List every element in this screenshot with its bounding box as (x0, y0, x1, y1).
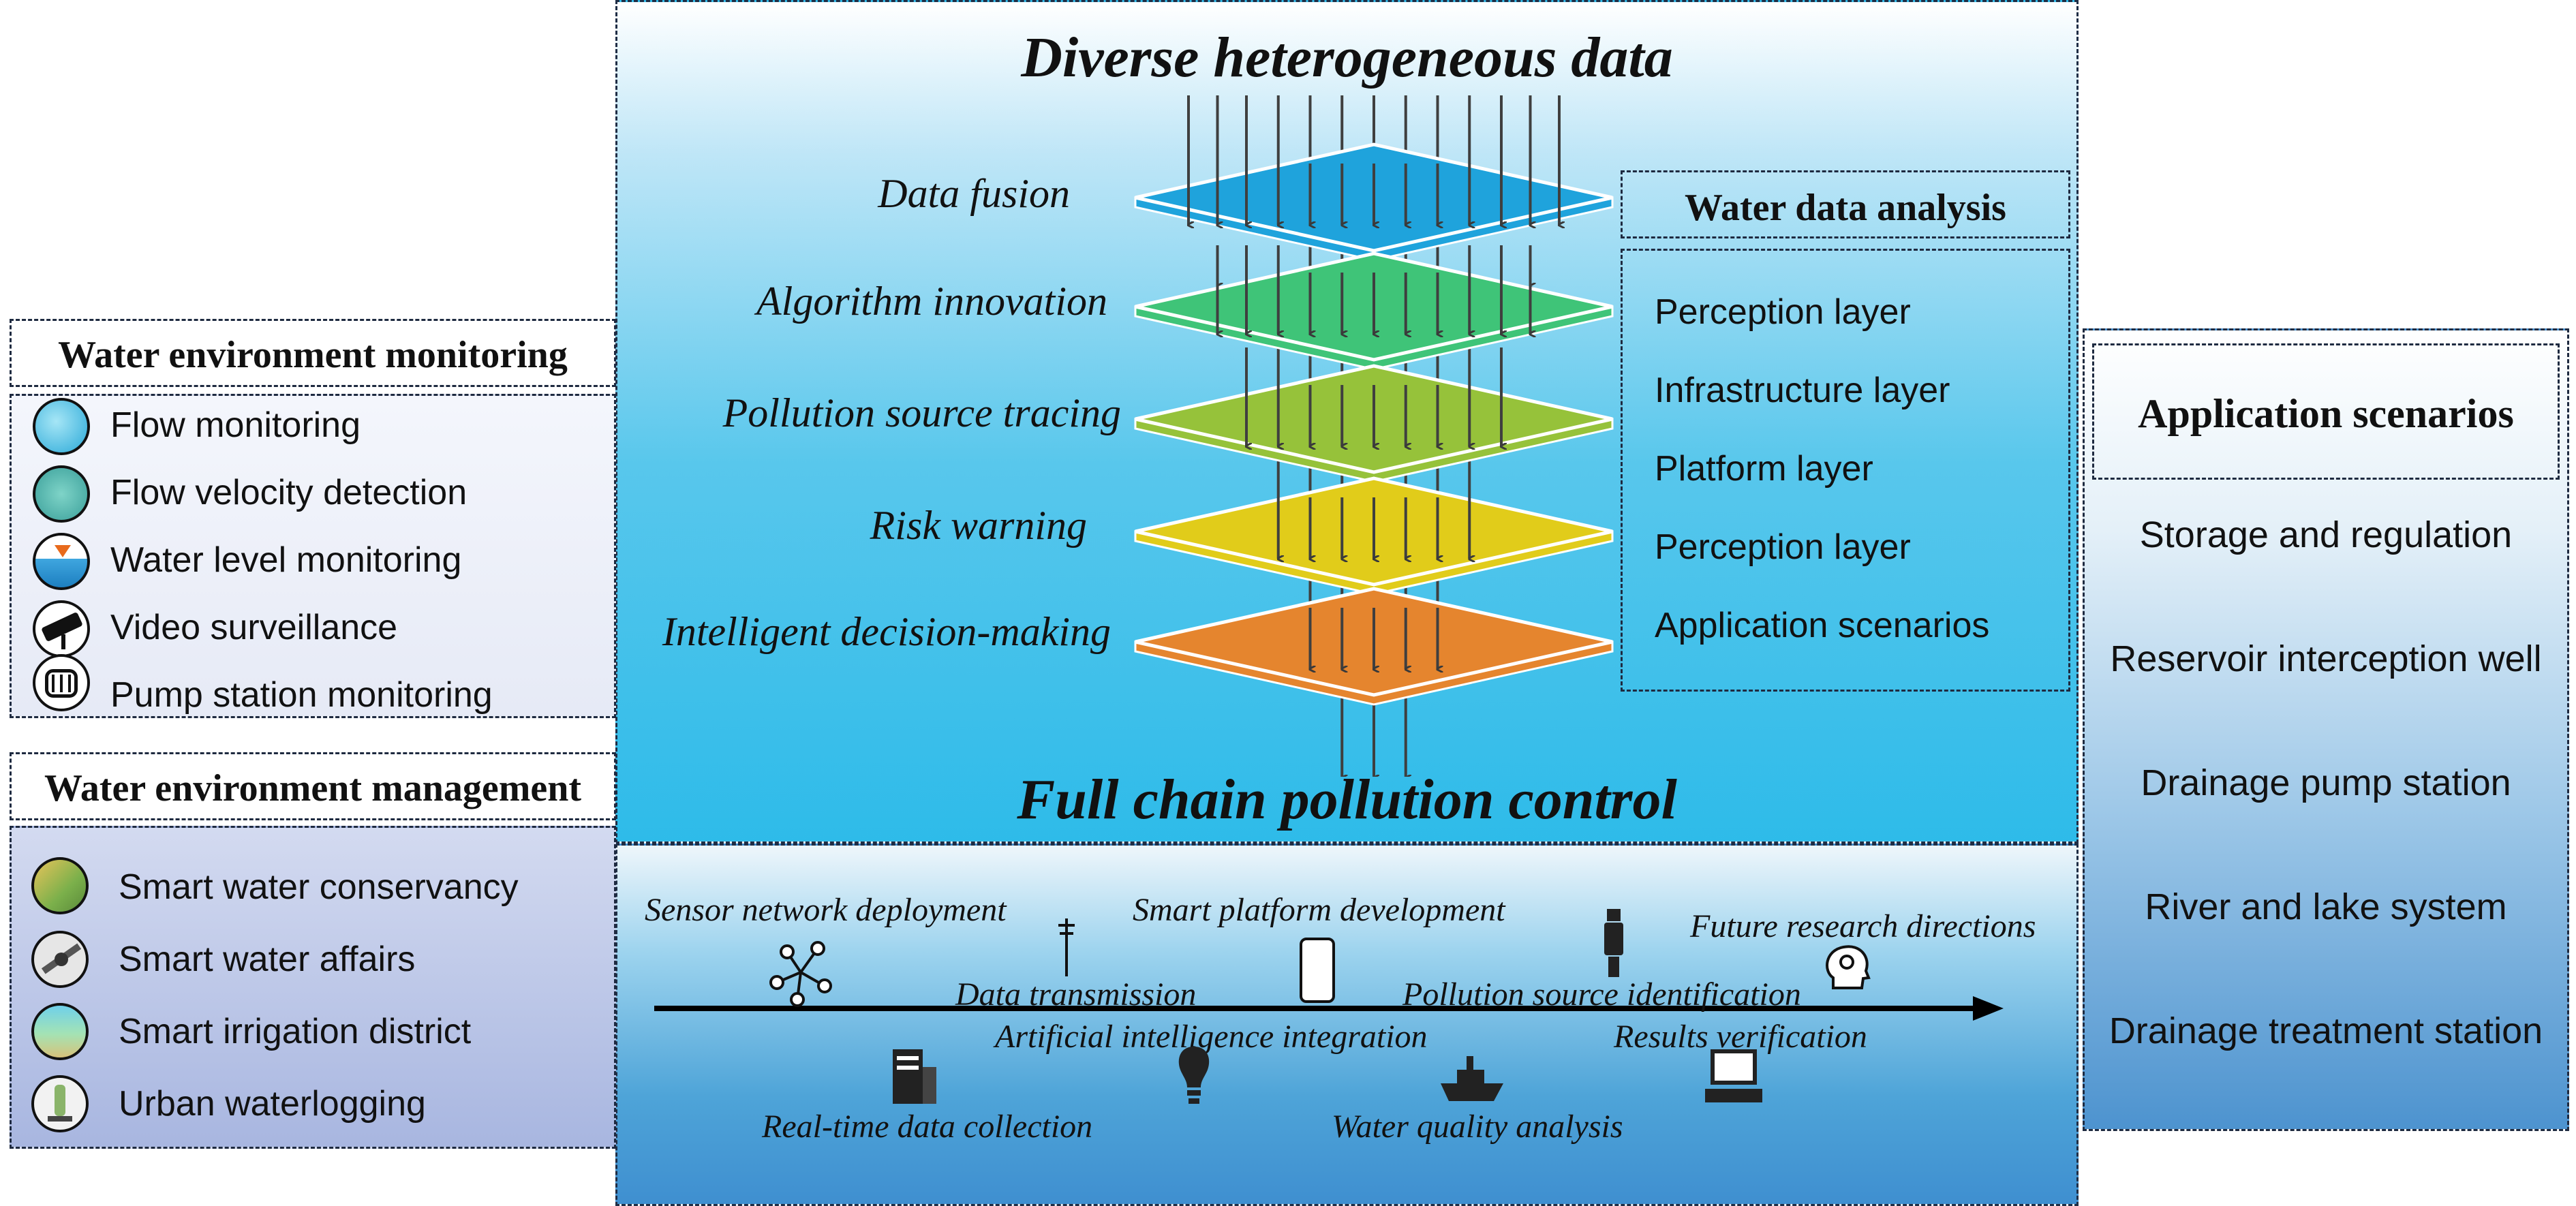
layer-stack (1134, 95, 1614, 777)
analysis-title: Water data analysis (1685, 187, 2006, 229)
management-item: Smart irrigation district (119, 1012, 472, 1051)
analysis-title-box: Water data analysis (1621, 170, 2070, 238)
management-list-box (10, 826, 616, 1149)
water-texture-icon (33, 465, 90, 523)
terrain-icon (31, 857, 89, 914)
monitoring-item: Flow velocity detection (110, 473, 467, 512)
camera-icon (33, 600, 90, 658)
ship-icon (1441, 1056, 1503, 1101)
application-item: Drainage treatment station (2109, 1010, 2543, 1051)
rain-gauge-icon (31, 1075, 89, 1132)
brain-gear-icon (1826, 945, 1871, 989)
monitoring-item: Water level monitoring (110, 540, 462, 580)
application-item: Reservoir interception well (2110, 638, 2542, 679)
sensor-network-icon (769, 941, 832, 1007)
management-item: Urban waterlogging (119, 1084, 426, 1124)
layer-label-algorithm: Algorithm innovation (756, 279, 1107, 324)
analysis-item: Platform layer (1655, 449, 1873, 489)
timeline-arrow (654, 996, 2004, 1021)
layer-label-pollution-tracing: Pollution source tracing (722, 390, 1121, 435)
monitoring-item: Video surveillance (110, 608, 398, 647)
application-item: Storage and regulation (2139, 514, 2513, 555)
monitoring-device-icon (1604, 909, 1623, 977)
bottom-title: Full chain pollution control (1017, 768, 1677, 831)
timeline-label: Future research directions (1690, 908, 2036, 944)
layer-label-risk-warning: Risk warning (870, 503, 1087, 548)
application-panel (2083, 328, 2569, 1131)
monitoring-item: Flow monitoring (110, 405, 361, 445)
application-item: River and lake system (2145, 886, 2507, 927)
monitoring-title: Water environment monitoring (58, 334, 568, 376)
layer-label-data-fusion: Data fusion (878, 171, 1070, 216)
satellite-icon (31, 931, 89, 988)
server-icon (893, 1049, 936, 1104)
smartphone-icon (1300, 938, 1335, 1003)
computer-icon (1705, 1049, 1762, 1102)
water-surface-icon (33, 398, 90, 455)
monitoring-title-box: Water environment monitoring (10, 319, 616, 387)
management-title-box: Water environment management (10, 752, 616, 820)
analysis-item: Perception layer (1655, 292, 1911, 332)
application-item: Drainage pump station (2141, 762, 2511, 803)
farmland-icon (31, 1003, 89, 1060)
water-level-icon (33, 533, 90, 590)
analysis-list-box (1621, 249, 2070, 692)
lightbulb-icon (1178, 1047, 1210, 1104)
timeline-label: Real-time data collection (762, 1109, 1093, 1145)
timeline-label: Artificial intelligence integration (995, 1019, 1428, 1055)
timeline-label: Sensor network deployment (645, 892, 1007, 928)
analysis-item: Perception layer (1655, 527, 1911, 567)
timeline-label: Results verification (1614, 1019, 1867, 1055)
monitoring-list-box (10, 394, 616, 718)
analysis-item: Application scenarios (1655, 606, 1990, 645)
management-item: Smart water conservancy (119, 867, 519, 907)
top-title: Diverse heterogeneous data (1021, 26, 1673, 89)
monitoring-item: Pump station monitoring (110, 675, 493, 715)
timeline-label: Water quality analysis (1332, 1109, 1623, 1145)
analysis-item: Infrastructure layer (1655, 371, 1950, 410)
timeline-panel (615, 844, 2079, 1206)
timeline-label: Pollution source identification (1402, 976, 1801, 1012)
management-item: Smart water affairs (119, 940, 416, 979)
application-title-box: Application scenarios (2092, 343, 2560, 480)
timeline-label: Smart platform development (1133, 892, 1505, 928)
antenna-icon (1058, 918, 1075, 976)
timeline-label: Data transmission (955, 976, 1197, 1012)
pump-icon (33, 654, 90, 711)
management-title: Water environment management (44, 767, 582, 809)
layer-label-decision: Intelligent decision-making (662, 609, 1111, 654)
application-title: Application scenarios (2138, 391, 2514, 436)
